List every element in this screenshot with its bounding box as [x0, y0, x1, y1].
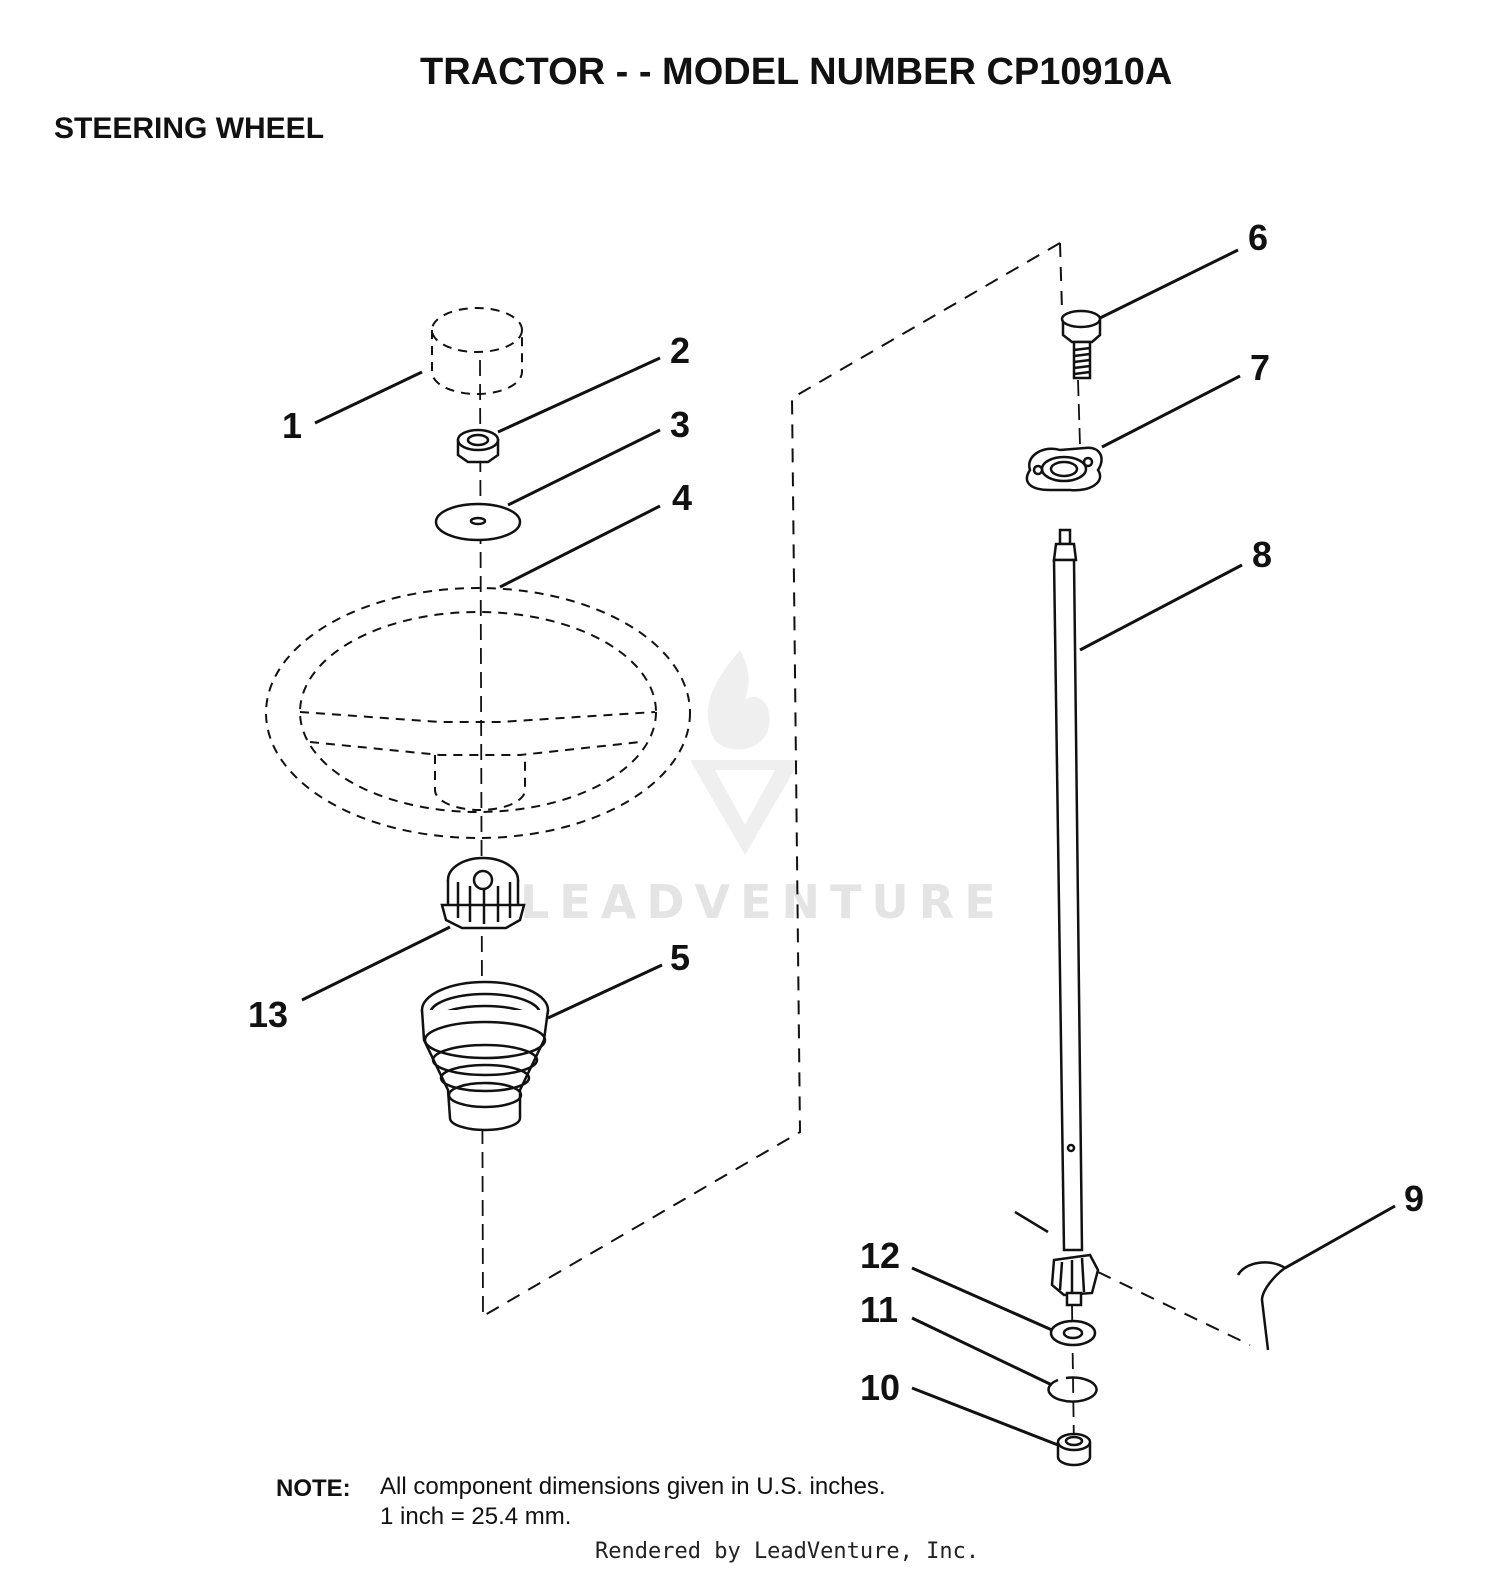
- leader-11: [911, 1316, 1053, 1387]
- mounting-plane-edge: [1059, 242, 1063, 311]
- mounting-plane-outline: [484, 242, 1061, 1316]
- callout-11: 11: [860, 1289, 898, 1330]
- leader-3: [507, 428, 661, 507]
- part-10-bushing: [1056, 1432, 1092, 1467]
- note-label: NOTE:: [276, 1475, 351, 1502]
- part-6-bolt: [1060, 309, 1102, 380]
- leader-6: [1099, 248, 1239, 320]
- part-11-retaining-ring: [1047, 1376, 1098, 1403]
- callout-8: 8: [1252, 534, 1272, 575]
- page-title: TRACTOR - - MODEL NUMBER CP10910A: [420, 51, 1172, 93]
- leader-7: [1101, 374, 1241, 449]
- part-4-steering-wheel: [265, 587, 691, 839]
- watermark-text: LEADVENTURE: [520, 875, 1006, 929]
- leader-9: [1284, 1204, 1396, 1270]
- callout-9: 9: [1404, 1178, 1424, 1219]
- part-8-steering-shaft: [1052, 528, 1084, 1252]
- callout-13: 13: [248, 994, 288, 1035]
- part-8-pinion-gear: [1050, 1253, 1100, 1307]
- leader-2: [497, 356, 661, 434]
- part-3-washer: [434, 502, 522, 542]
- center-axis-right: [1077, 379, 1081, 446]
- leader-12: [911, 1266, 1053, 1332]
- part-12-washer: [1049, 1319, 1097, 1347]
- callout-3: 3: [670, 404, 690, 445]
- leader-8: [1079, 563, 1243, 652]
- callout-10: 10: [860, 1367, 900, 1408]
- callout-6: 6: [1248, 217, 1268, 258]
- part-5-boot: [420, 980, 550, 1132]
- part-1-cap: [431, 307, 523, 395]
- callout-4: 4: [672, 477, 692, 518]
- leader-10: [911, 1386, 1059, 1447]
- leader-4: [499, 504, 661, 589]
- callout-5: 5: [670, 937, 690, 978]
- part-7-flange: [1025, 446, 1103, 492]
- callout-12: 12: [860, 1235, 900, 1276]
- leader-1: [314, 370, 423, 425]
- part-13-adapter: [440, 856, 526, 930]
- note-line-1: All component dimensions given in U.S. i…: [380, 1473, 886, 1500]
- part-2-nut: [456, 428, 500, 464]
- callout-2: 2: [670, 330, 690, 371]
- leader-13: [301, 925, 451, 1002]
- leader-5: [547, 963, 663, 1020]
- note-line-2: 1 inch = 25.4 mm.: [380, 1503, 571, 1530]
- part-9-bracket: [1014, 1210, 1288, 1351]
- footer-credit: Rendered by LeadVenture, Inc.: [595, 1539, 979, 1564]
- watermark-logo: [690, 650, 800, 855]
- callout-1: 1: [282, 405, 302, 446]
- callout-7: 7: [1250, 347, 1270, 388]
- section-title: STEERING WHEEL: [54, 112, 324, 145]
